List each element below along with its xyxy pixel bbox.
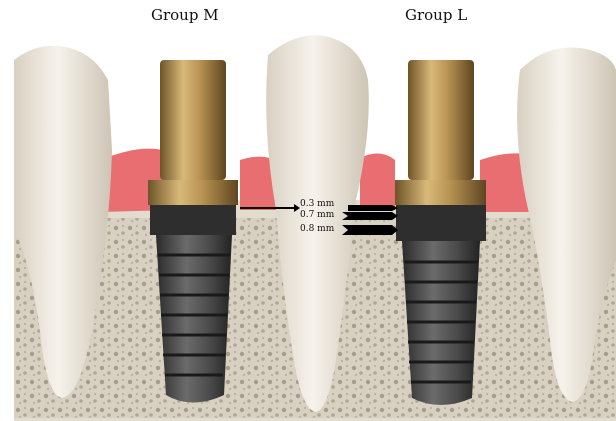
implant-neck-m bbox=[150, 205, 236, 235]
measurement-0-7mm: 0.7 mm bbox=[300, 210, 334, 220]
measurement-0-3mm: 0.3 mm bbox=[300, 199, 334, 209]
gingiva-center-right bbox=[360, 153, 395, 210]
implant-body-m bbox=[156, 235, 232, 403]
abutment-collar-m bbox=[148, 180, 238, 205]
arrow-0-3mm-right bbox=[348, 205, 398, 211]
arrow-0-7mm bbox=[342, 212, 398, 220]
arrow-0-8mm bbox=[342, 225, 398, 235]
implant-neck-l bbox=[396, 205, 486, 241]
measurement-0-8mm: 0.8 mm bbox=[300, 224, 334, 234]
abutment-m bbox=[160, 60, 226, 180]
abutment-l bbox=[408, 60, 474, 180]
abutment-collar-l bbox=[395, 180, 486, 205]
